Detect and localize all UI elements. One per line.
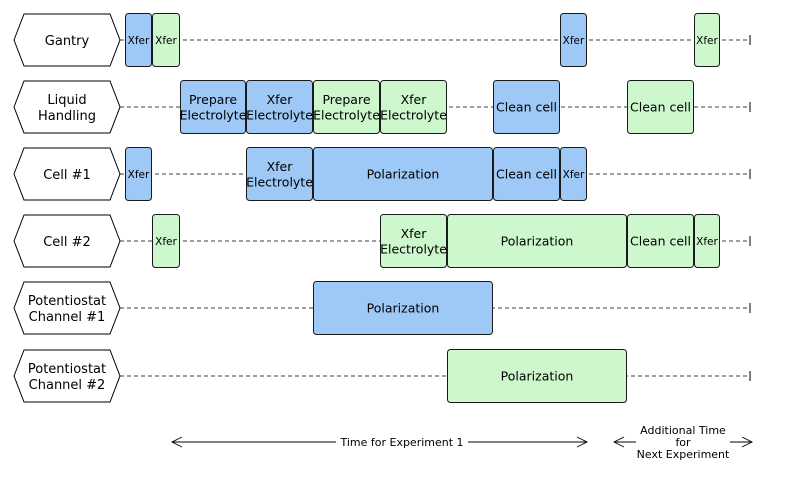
task-block: Polarization xyxy=(447,214,627,268)
task-label: Xfer xyxy=(155,236,177,248)
task-box xyxy=(125,147,152,201)
arrow-right-icon xyxy=(741,436,754,448)
task-block: Xfer xyxy=(152,214,180,268)
task-box xyxy=(313,147,493,201)
task-box xyxy=(627,214,694,268)
task-box xyxy=(694,13,720,67)
task-box xyxy=(493,147,560,201)
task-block: Xfer xyxy=(125,147,152,201)
lane-label-text: Channel #2 xyxy=(29,378,106,393)
task-label: Electrolyte xyxy=(246,107,313,122)
task-box xyxy=(447,349,627,403)
task-block: Xfer xyxy=(694,13,720,67)
additional-time-label: Next Experiment xyxy=(637,448,730,461)
lane-label-text: Gantry xyxy=(45,34,90,49)
lane-label-text: Potentiostat xyxy=(28,294,106,309)
task-box xyxy=(380,214,447,268)
arrow-left-icon xyxy=(612,436,625,448)
task-box xyxy=(447,214,627,268)
task-label: Xfer xyxy=(563,35,585,47)
task-box xyxy=(493,80,560,134)
task-box xyxy=(313,80,380,134)
task-label: Electrolyte xyxy=(380,241,447,256)
task-label: Electrolyte xyxy=(380,107,447,122)
lane-label-text: Handling xyxy=(38,109,96,124)
task-box xyxy=(246,147,313,201)
task-label: Electrolyte xyxy=(313,107,380,122)
task-box xyxy=(313,281,493,335)
task-label: Polarization xyxy=(367,167,440,182)
task-box xyxy=(627,80,694,134)
lane-label-text: Potentiostat xyxy=(28,362,106,377)
task-label: Polarization xyxy=(367,301,440,316)
task-box xyxy=(152,13,180,67)
task-block: Clean cell xyxy=(493,147,560,201)
task-box xyxy=(125,13,152,67)
experiment1-label: Time for Experiment 1 xyxy=(339,436,463,449)
task-label: Xfer xyxy=(128,35,150,47)
task-label: Prepare xyxy=(189,92,237,107)
lane-label-text: Cell #1 xyxy=(43,168,91,183)
additional-time-label: Additional Time xyxy=(640,424,726,437)
additional-time-label: for xyxy=(675,436,691,449)
task-label: Clean cell xyxy=(630,100,691,115)
task-label: Xfer xyxy=(696,236,718,248)
task-block: Polarization xyxy=(313,147,493,201)
lane-label-text: Channel #1 xyxy=(29,310,106,325)
lane-label-text: Liquid xyxy=(47,93,86,108)
task-block: Polarization xyxy=(313,281,493,335)
task-label: Xfer xyxy=(563,169,585,181)
task-block: Clean cell xyxy=(627,80,694,134)
task-label: Xfer xyxy=(696,35,718,47)
lane-label-text: Cell #2 xyxy=(43,235,91,250)
arrow-left-icon xyxy=(170,436,183,448)
task-block: Xfer xyxy=(125,13,152,67)
task-block: Xfer xyxy=(694,214,720,268)
task-label: Prepare xyxy=(322,92,370,107)
task-label: Electrolyte xyxy=(246,174,313,189)
task-label: Electrolyte xyxy=(180,107,247,122)
task-block: Xfer xyxy=(152,13,180,67)
task-block: Xfer xyxy=(560,147,587,201)
task-box xyxy=(560,147,587,201)
timeline-axis: Time for Experiment 1 Additional TimeforN… xyxy=(170,424,754,461)
task-label: Xfer xyxy=(155,35,177,47)
task-label: Clean cell xyxy=(630,234,691,249)
task-box xyxy=(180,80,246,134)
task-block: Polarization xyxy=(447,349,627,403)
task-label: Xfer xyxy=(267,159,294,174)
task-label: Xfer xyxy=(267,92,294,107)
task-box xyxy=(152,214,180,268)
task-label: Xfer xyxy=(401,226,428,241)
task-label: Clean cell xyxy=(496,167,557,182)
task-block: Clean cell xyxy=(493,80,560,134)
task-box xyxy=(560,13,587,67)
task-label: Clean cell xyxy=(496,100,557,115)
task-block: Xfer xyxy=(560,13,587,67)
task-box xyxy=(246,80,313,134)
task-label: Polarization xyxy=(501,234,574,249)
task-label: Xfer xyxy=(401,92,428,107)
task-block: Clean cell xyxy=(627,214,694,268)
task-box xyxy=(694,214,720,268)
task-box xyxy=(380,80,447,134)
lane-row: Gantry Xfer Xfer Xfer Xfer xyxy=(13,13,751,67)
task-label: Polarization xyxy=(501,369,574,384)
arrow-right-icon xyxy=(576,436,589,448)
task-label: Xfer xyxy=(128,169,150,181)
lane-row: LiquidHandlingPrepareElectrolyteXferElec… xyxy=(13,80,751,134)
